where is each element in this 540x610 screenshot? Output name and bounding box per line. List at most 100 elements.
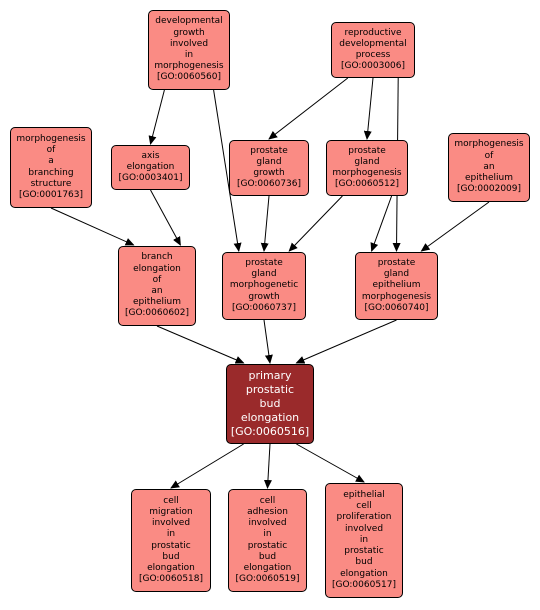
term-label-line: involved (151, 518, 191, 529)
term-label-line: gland (354, 156, 380, 167)
go-id-label: [GO:0060737] (231, 302, 297, 313)
term-label-line: of (152, 274, 162, 285)
term-label-line: prostate (348, 145, 386, 156)
edge-n0060512-to-n0060737 (288, 195, 343, 252)
go-id-label: [GO:0060740] (364, 302, 429, 313)
edge-n0003006-to-n0060736 (268, 77, 349, 140)
term-label-line: morphogenesis (332, 168, 402, 178)
go-id-label: [GO:0060602] (124, 308, 190, 319)
go-id-label: [GO:0060512] (334, 179, 400, 190)
term-label-line: bud (355, 557, 373, 568)
term-label-line: of (46, 145, 56, 156)
edge-n0060516-to-n0060519 (263, 443, 272, 489)
term-label-line: proliferation (336, 512, 392, 523)
term-label-line: involved (344, 523, 384, 534)
edge-n0060512-to-n0060740 (370, 195, 393, 252)
term-label-line: in (263, 529, 272, 540)
term-label-line: growth (253, 168, 285, 178)
edge-n0060516-to-n0060517 (296, 443, 365, 483)
go-id-label: [GO:0060519] (235, 574, 300, 585)
term-label-line: cell (163, 495, 179, 506)
term-label-line: epithelium (133, 297, 181, 308)
term-label-line: reproductive (344, 27, 402, 38)
term-label-line: of (484, 150, 494, 161)
term-label-line: growth (248, 291, 280, 302)
term-label-line: growth (173, 27, 205, 38)
term-label-line: gland (251, 269, 277, 280)
term-label-line: morphogenetic (229, 280, 299, 291)
term-label-line: prostatic (151, 540, 191, 551)
go-id-label: [GO:0060516] (230, 425, 310, 438)
term-label-line: involved (248, 518, 287, 529)
edge-n0060560-to-n0003401 (148, 89, 165, 145)
term-label-line: elongation (133, 263, 181, 274)
go-id-label: [GO:0003401] (118, 173, 183, 184)
edge-n0003006-to-n0060512 (363, 77, 374, 140)
edge-n0060560-to-n0060737 (213, 89, 242, 252)
edge-n0060740-to-n0060516 (295, 319, 397, 364)
term-label-line: primary (248, 369, 292, 382)
edge-n0060516-to-n0060518 (170, 443, 244, 489)
term-label-line: process (355, 50, 391, 60)
term-label-line: prostate (245, 257, 283, 268)
term-label-line: bud (258, 551, 277, 562)
term-label-line: branch (141, 252, 173, 263)
term-label-line: in (359, 534, 369, 545)
term-label-line: cell (259, 495, 276, 506)
term-label-line: prostatic (344, 546, 384, 557)
go-id-label: [GO:0003006] (340, 61, 406, 72)
term-label-line: bud (162, 551, 180, 562)
term-label-line: prostate (250, 145, 288, 156)
edge-n0060602-to-n0060516 (156, 325, 245, 364)
go-id-label: [GO:0001763] (18, 189, 84, 200)
term-label-line: elongation (147, 562, 195, 573)
go-id-label: [GO:0002009] (456, 184, 522, 195)
term-label-line: a (48, 156, 54, 167)
term-label-line: structure (30, 178, 72, 189)
term-label-line: prostatic (245, 383, 295, 396)
term-label-line: epithelial (343, 490, 385, 501)
term-label-line: epithelium (372, 280, 421, 291)
go-id-label: [GO:0060518] (138, 574, 204, 585)
term-label-line: an (151, 286, 163, 296)
term-label-line: elongation (240, 411, 300, 424)
term-label-line: in (184, 50, 194, 60)
term-label-line: cell (356, 501, 372, 512)
term-label-line: morphogenesis (16, 133, 86, 144)
edge-n0002009-to-n0060740 (420, 201, 490, 252)
term-label-line: elongation (243, 562, 292, 573)
term-label-line: branching (28, 167, 74, 178)
term-label-line: involved (169, 38, 209, 49)
term-label-line: an (483, 161, 495, 172)
term-label-line: elongation (126, 161, 175, 172)
term-label-line: developmental (339, 38, 407, 49)
edge-n0003401-to-n0060602 (150, 189, 181, 246)
term-label-line: adhesion (247, 506, 288, 517)
term-label-line: migration (149, 506, 193, 517)
term-label-line: prostatic (247, 540, 288, 551)
edge-n0060736-to-n0060737 (260, 195, 270, 252)
edge-n0001763-to-n0060602 (50, 207, 135, 246)
term-label-line: in (166, 529, 176, 540)
term-label-line: axis (141, 150, 160, 161)
term-label-line: developmental (155, 16, 223, 27)
term-label-line: bud (259, 397, 281, 410)
term-label-line: elongation (340, 568, 388, 579)
term-label-line: morphogenesis (154, 61, 224, 72)
term-label-line: epithelium (465, 173, 513, 184)
